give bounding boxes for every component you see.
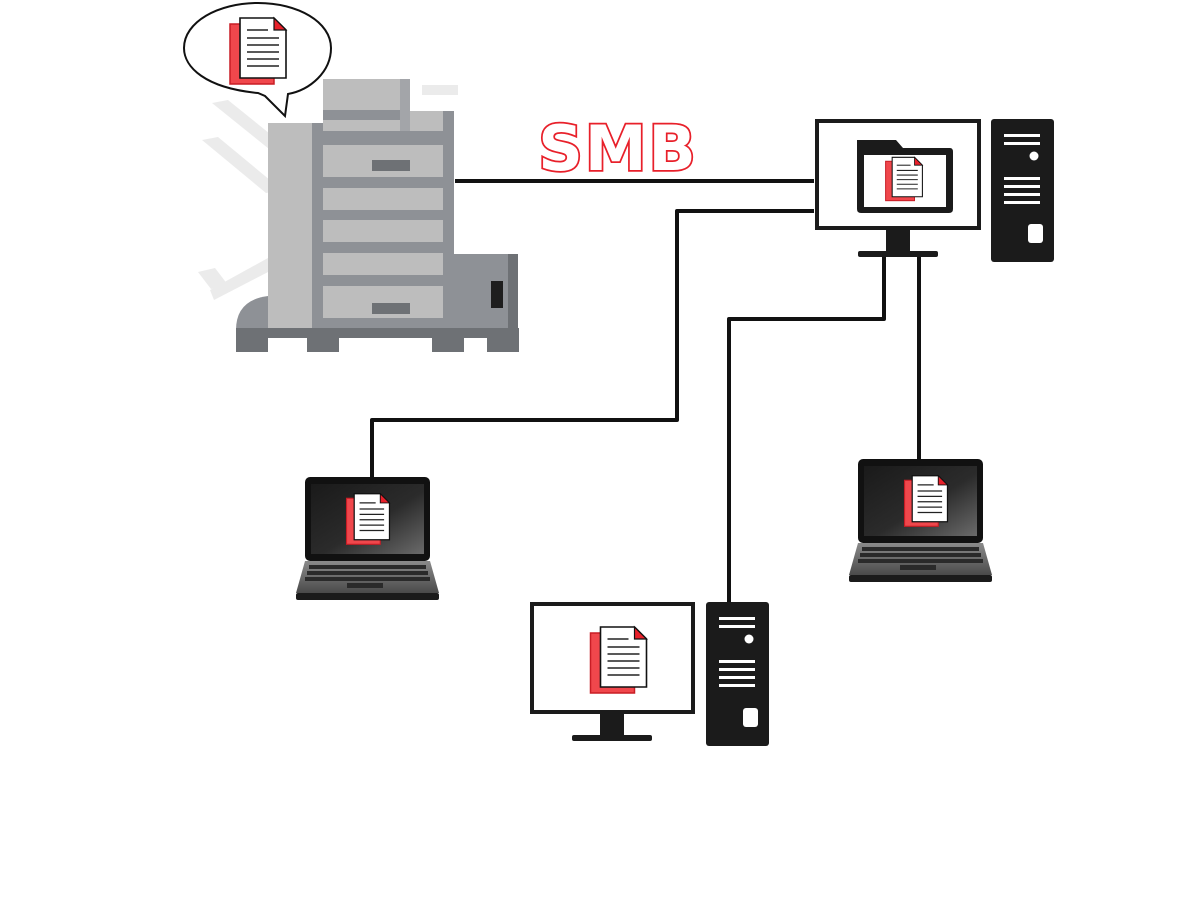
file-server-computer — [815, 119, 1054, 262]
document-icon — [229, 17, 287, 85]
laptop-right-icon — [849, 459, 992, 582]
laptop-left-icon — [296, 477, 439, 600]
link-server-laptop-left — [370, 209, 814, 478]
tower-icon — [706, 602, 769, 746]
connections — [370, 179, 921, 604]
desktop-bottom-computer — [530, 602, 769, 746]
speech-bubble — [182, 1, 333, 119]
printer-icon — [198, 79, 519, 352]
folder-icon — [857, 140, 953, 213]
document-icon — [885, 156, 923, 202]
document-icon — [345, 493, 391, 545]
tower-icon — [991, 119, 1054, 262]
protocol-label: SMB — [538, 112, 698, 185]
document-icon — [903, 475, 949, 527]
link-server-desktop-bottom — [727, 256, 886, 604]
document-icon — [589, 626, 648, 694]
